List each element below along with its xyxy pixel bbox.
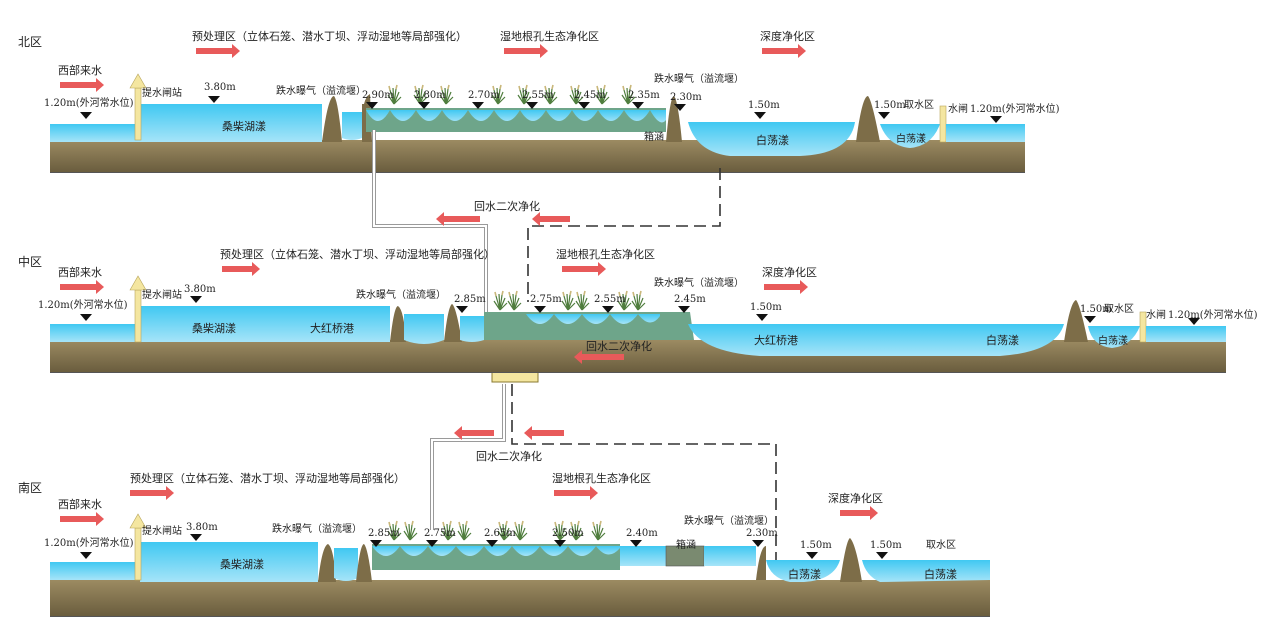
north-culvert: 箱涵 — [644, 130, 664, 143]
south-level-1: 2.75m — [424, 528, 456, 539]
north-h150a: 1.50m — [748, 100, 780, 111]
south-wetland: 湿地根孔生态净化区 — [552, 471, 651, 485]
south-h150b: 1.50m — [870, 540, 902, 551]
middle-level-0: 2.75m — [530, 294, 562, 305]
return-label-bottom: 回水二次净化 — [476, 449, 542, 463]
middle-intake: 取水区 — [1104, 303, 1134, 315]
north-level-0: 2.90m — [362, 90, 394, 101]
north-zone-name: 北区 — [18, 35, 42, 49]
south-level-3: 2.50m — [552, 528, 584, 539]
north-pond3: 白荡漾 — [896, 132, 926, 145]
middle-gate: 水闸 — [1146, 308, 1166, 321]
middle-zone-name: 中区 — [18, 254, 42, 269]
middle-level-1: 2.55m — [594, 294, 626, 305]
middle-pump-label: 提水闸站 — [142, 288, 182, 301]
north-pretreat: 预处理区（立体石笼、潜水丁坝、浮动湿地等局部强化） — [192, 29, 467, 43]
south-h230: 2.30m — [746, 528, 778, 539]
south-pump-label: 提水闸站 — [142, 524, 182, 537]
middle-pond4: 白荡漾 — [1098, 334, 1128, 347]
north-deep: 深度净化区 — [760, 29, 815, 43]
north-level-right: 1.20m(外河常水位) — [970, 102, 1060, 115]
middle-pond2: 大红桥港 — [754, 333, 798, 347]
south-level-0: 2.85m — [368, 528, 400, 539]
north-aerate1: 跌水曝气（溢流堰） — [276, 84, 366, 97]
middle-deep: 深度净化区 — [762, 265, 817, 279]
middle-pond1: 桑柴湖漾 — [192, 321, 236, 335]
south-zone-name: 南区 — [18, 480, 42, 495]
south-deep: 深度净化区 — [828, 491, 883, 505]
south-pond1: 桑柴湖漾 — [220, 557, 264, 571]
north-level-left: 1.20m(外河常水位) — [44, 96, 134, 109]
north-level-2: 2.70m — [468, 90, 500, 101]
middle-return-label: 回水二次净化 — [586, 339, 652, 353]
north-aerate2: 跌水曝气（溢流堰） — [654, 72, 744, 85]
middle-aerate2: 跌水曝气（溢流堰） — [654, 276, 744, 289]
south-intake: 取水区 — [926, 539, 956, 551]
north-h150b: 1.50m — [874, 100, 906, 111]
north-h380: 3.80m — [204, 82, 236, 93]
middle-h245: 2.45m — [674, 294, 706, 305]
south-aerate2: 跌水曝气（溢流堰） — [684, 514, 774, 527]
south-pretreat: 预处理区（立体石笼、潜水丁坝、浮动湿地等局部强化） — [130, 471, 405, 485]
north-h230: 2.30m — [670, 92, 702, 103]
north-pump-label: 提水闸站 — [142, 86, 182, 99]
north-pond2: 白荡漾 — [756, 133, 789, 147]
north-intake: 取水区 — [904, 99, 934, 111]
middle-h150a: 1.50m — [750, 302, 782, 313]
middle-zone: 中区 西部来水 1.20m(外河常水位) 提水闸站 3.80m 预处理区（立体石… — [18, 247, 1258, 373]
south-zone: 南区 西部来水 1.20m(外河常水位) 提水闸站 3.80m 预处理区（立体石… — [18, 471, 990, 617]
middle-h150b: 1.50m — [1080, 304, 1112, 315]
middle-inflow: 西部来水 — [58, 265, 102, 279]
middle-level-left: 1.20m(外河常水位) — [38, 298, 128, 311]
north-wetland: 湿地根孔生态净化区 — [500, 29, 599, 43]
north-level-5: 2.35m — [628, 90, 660, 101]
south-aerate1: 跌水曝气（溢流堰） — [272, 522, 362, 535]
south-level-left: 1.20m(外河常水位) — [44, 536, 134, 549]
middle-pretreat: 预处理区（立体石笼、潜水丁坝、浮动湿地等局部强化） — [220, 247, 495, 261]
north-zone: 北区 西部来水 1.20m(外河常水位) 提水闸站 3.80m 桑柴湖漾 跌水曝… — [18, 29, 1060, 173]
south-culvert: 箱涵 — [676, 538, 696, 551]
north-pond1: 桑柴湖漾 — [222, 119, 266, 133]
north-level-3: 2.55m — [522, 90, 554, 101]
middle-level-right: 1.20m(外河常水位) — [1168, 308, 1258, 321]
middle-aerate1: 跌水曝气（溢流堰） — [356, 288, 446, 301]
south-h240: 2.40m — [626, 528, 658, 539]
middle-pond3: 白荡漾 — [986, 333, 1019, 347]
middle-h285: 2.85m — [454, 294, 486, 305]
south-level-2: 2.65m — [484, 528, 516, 539]
north-level-4: 2.45m — [574, 90, 606, 101]
south-pond3: 白荡漾 — [924, 567, 957, 581]
north-level-1: 2.80m — [414, 90, 446, 101]
south-pond2: 白荡漾 — [788, 567, 821, 581]
middle-pond1b: 大红桥港 — [310, 321, 354, 335]
return-label-top: 回水二次净化 — [474, 199, 540, 213]
middle-h380: 3.80m — [184, 284, 216, 295]
north-inflow: 西部来水 — [58, 63, 102, 77]
south-h380: 3.80m — [186, 522, 218, 533]
south-inflow: 西部来水 — [58, 497, 102, 511]
north-gate: 水闸 — [948, 102, 968, 115]
middle-wetland: 湿地根孔生态净化区 — [556, 247, 655, 261]
south-h150a: 1.50m — [800, 540, 832, 551]
